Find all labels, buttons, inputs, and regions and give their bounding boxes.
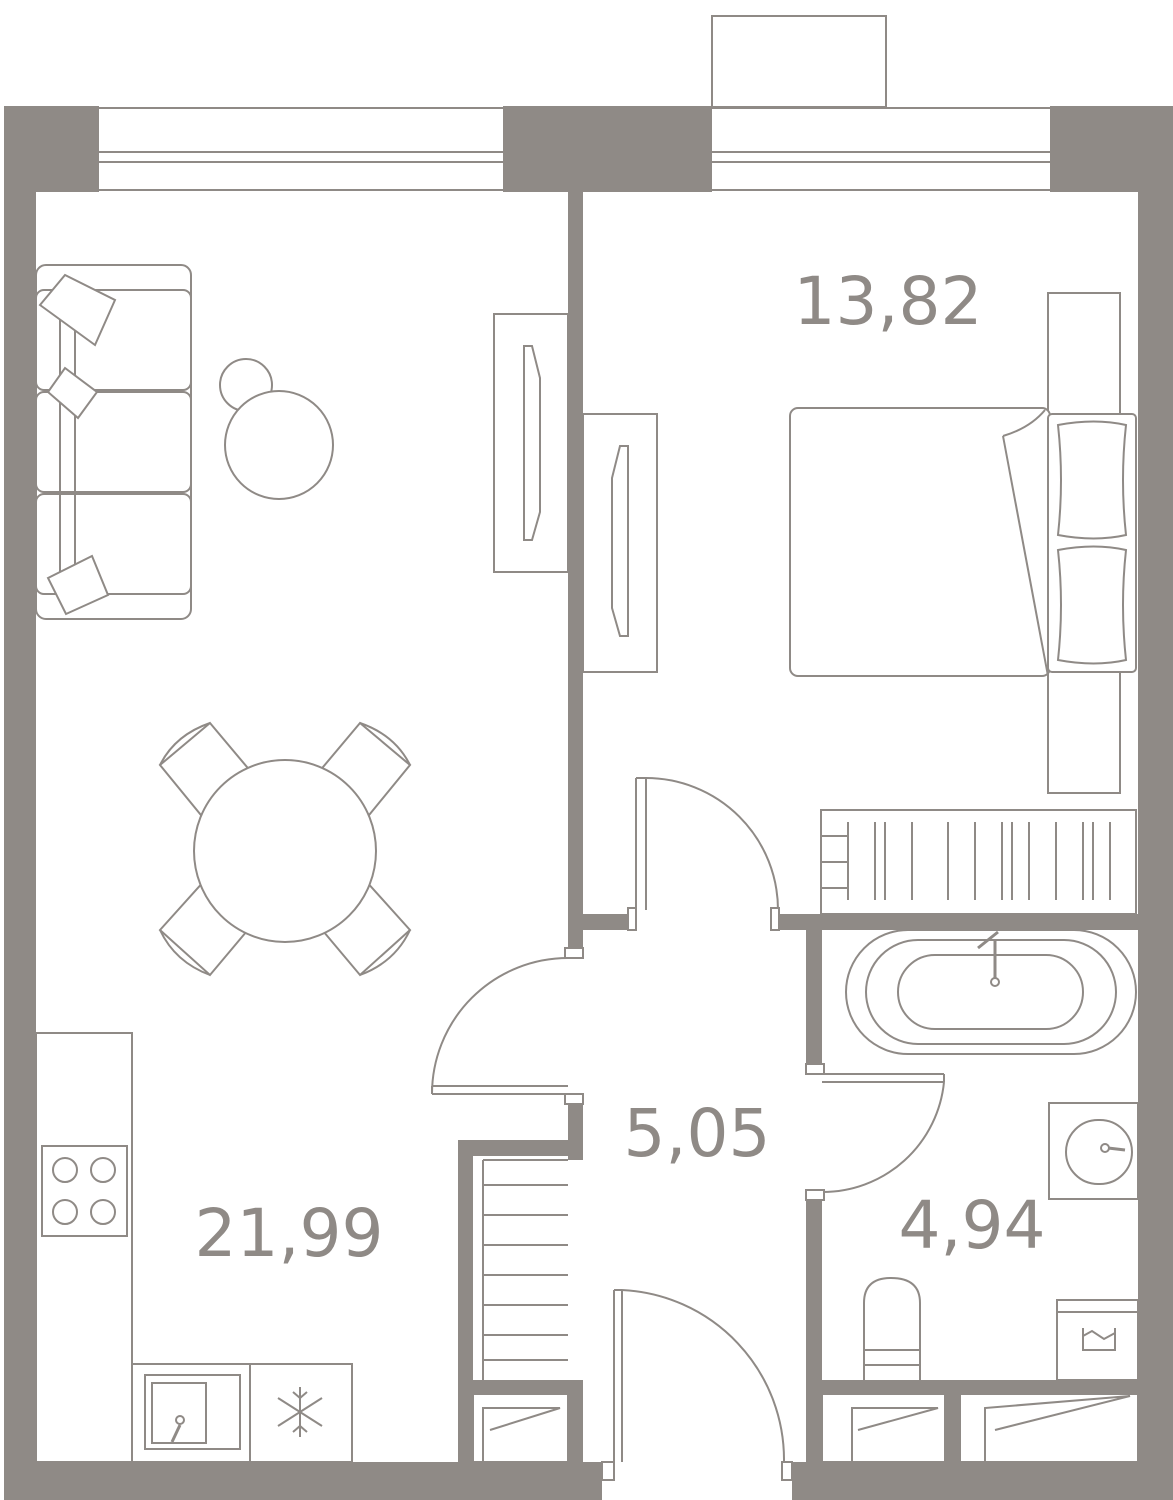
bed-icon: [789, 292, 1137, 794]
window-left: [99, 107, 503, 191]
closet-door-icon: [959, 1393, 1139, 1463]
living-kitchen-area-label: 21,99: [195, 1195, 384, 1272]
sink-icon: [144, 1374, 241, 1450]
wardrobe-icon: [582, 413, 658, 673]
fridge-icon: [277, 1387, 323, 1437]
pouf-icon: [219, 358, 334, 500]
pillow-icon: [1056, 545, 1128, 665]
toilet-icon: [863, 1276, 921, 1380]
washing-machine-icon: [1056, 1299, 1139, 1381]
hallway-area-label: 5,05: [624, 1095, 771, 1172]
closet-door-icon: [821, 1393, 946, 1463]
balcony-icon: [711, 15, 887, 108]
bathroom-area-label: 4,94: [899, 1187, 1046, 1264]
pillow-icon: [1056, 420, 1128, 540]
shelf-icon: [482, 1159, 568, 1380]
door-swing-icon: [431, 947, 584, 1105]
bedroom-area-label: 13,82: [794, 263, 983, 340]
dining-table-icon: [158, 721, 412, 977]
walls: [4, 106, 1173, 1500]
shelf-icon: [820, 809, 1137, 915]
door-swing-icon: [805, 1063, 945, 1201]
kitchen-counter: [35, 1032, 353, 1463]
cooktop-icon: [41, 1145, 128, 1237]
washbasin-icon: [1048, 1102, 1139, 1200]
door-swing-icon: [601, 1289, 793, 1481]
bathtub-icon: [845, 929, 1137, 1055]
closet-door-icon: [472, 1393, 569, 1463]
tv-cabinet-icon: [493, 313, 569, 573]
door-swing-icon: [627, 777, 780, 931]
window-right: [712, 107, 1050, 191]
sofa-icon: [35, 264, 192, 620]
